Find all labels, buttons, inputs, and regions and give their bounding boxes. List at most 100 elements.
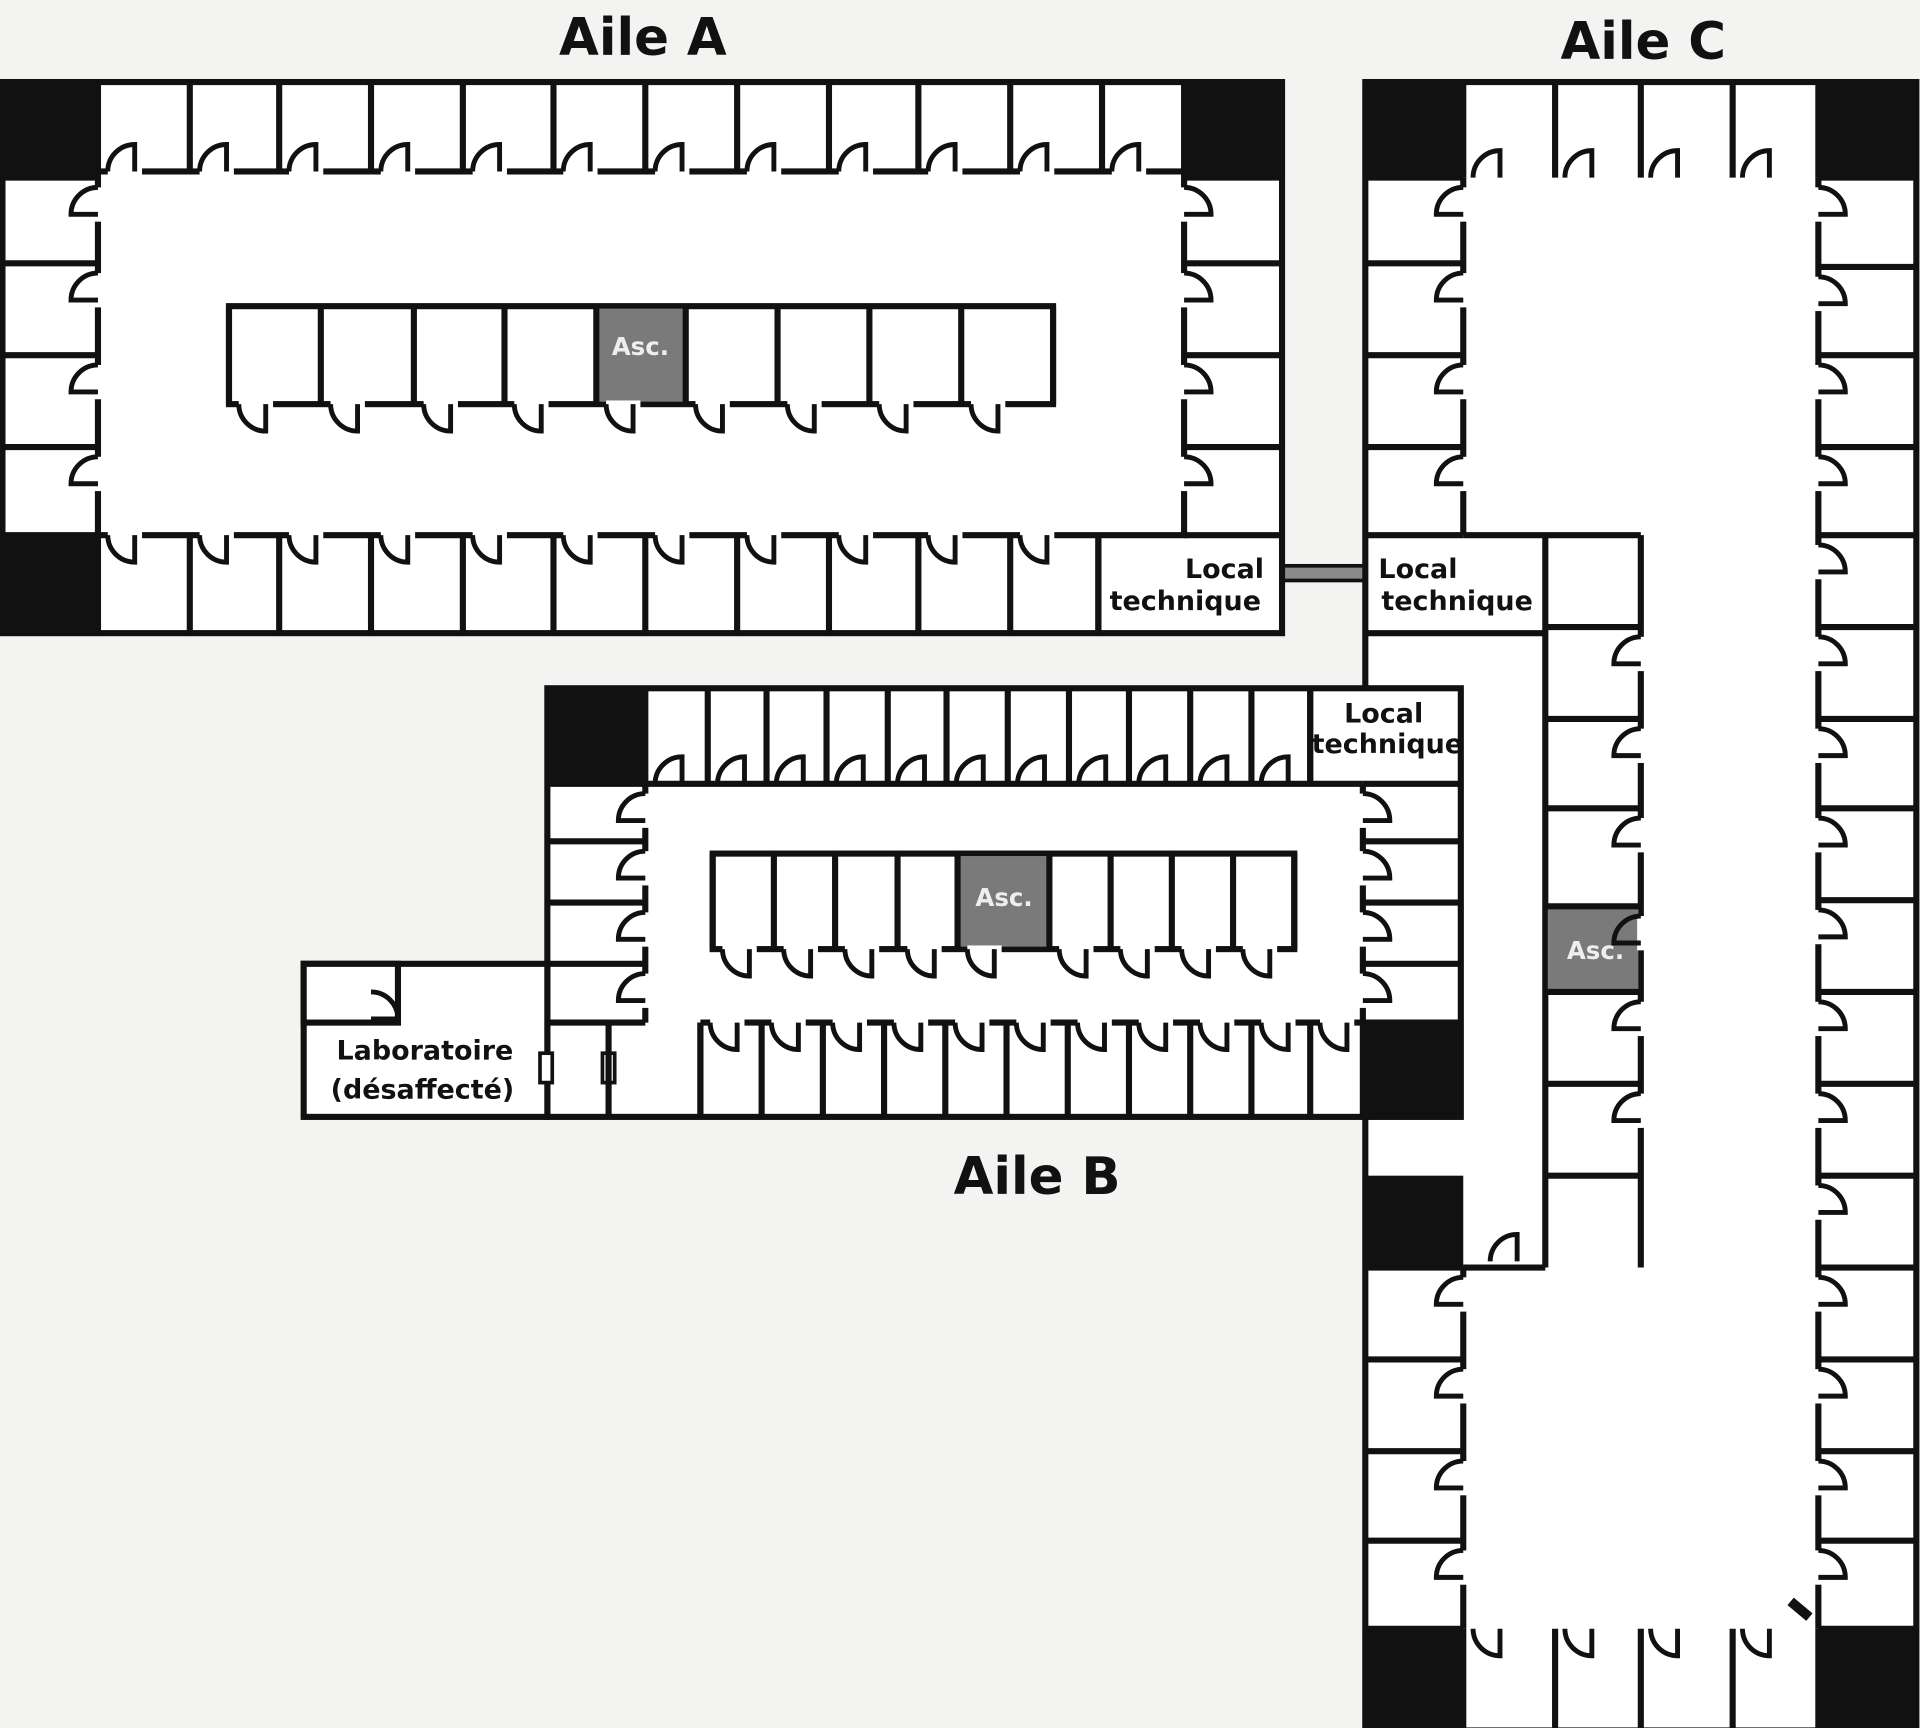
door-gap: [832, 1018, 867, 1027]
door-gap: [641, 851, 649, 886]
door-gap: [1473, 1625, 1508, 1633]
door-gap: [1020, 167, 1055, 176]
door-gap: [1637, 1093, 1645, 1128]
local-technique-c-line2: technique: [1381, 586, 1532, 617]
door-gap: [967, 945, 1002, 953]
door-arc-icon: [1183, 184, 1214, 217]
door-gap: [1637, 818, 1645, 853]
door-arc-icon: [615, 848, 646, 881]
elevator-c-label: Asc.: [1567, 936, 1624, 965]
door-arc-icon: [1470, 1628, 1503, 1659]
door-gap: [641, 793, 649, 828]
door-gap: [472, 531, 507, 539]
door-gap: [1180, 456, 1188, 492]
door-gap: [1564, 1625, 1600, 1633]
pillar-block: [1365, 1628, 1464, 1728]
door-arc-icon: [1183, 454, 1214, 487]
door-gap: [1564, 173, 1600, 182]
door-arc-icon: [68, 184, 99, 217]
door-arc-icon: [1611, 726, 1641, 759]
door-arc-icon: [1109, 142, 1142, 172]
door-arc-icon: [744, 535, 777, 565]
door-arc-icon: [925, 142, 958, 172]
door-arc-icon: [964, 948, 997, 979]
door-gap: [94, 456, 102, 492]
door-arc-icon: [1648, 148, 1680, 178]
door-arc-icon: [652, 754, 685, 784]
wing-c-label: Aile C: [1560, 12, 1726, 72]
door-gap: [1814, 1277, 1823, 1312]
door-arc-icon: [1433, 454, 1464, 487]
door-gap: [288, 531, 324, 539]
door-gap: [94, 187, 102, 222]
door-arc-icon: [560, 142, 593, 172]
door-arc-icon: [1056, 948, 1089, 979]
door-gap: [606, 400, 641, 408]
door-arc-icon: [1818, 362, 1848, 395]
door-gap: [1473, 173, 1508, 182]
door-arc-icon: [1240, 948, 1273, 979]
door-arc-icon: [68, 270, 99, 303]
door-arc-icon: [1818, 1274, 1848, 1307]
door-arc-icon: [1740, 1628, 1772, 1659]
door-arc-icon: [1433, 1458, 1464, 1491]
door-arc-icon: [378, 142, 411, 172]
door-gap: [971, 400, 1006, 408]
pillar-block: [1184, 82, 1283, 178]
door-arc-icon: [1433, 1547, 1464, 1580]
door-gap: [1242, 945, 1278, 953]
door-gap: [1359, 912, 1367, 947]
door-arc-icon: [744, 142, 777, 172]
door-arc-icon: [1317, 1022, 1350, 1052]
connector-corridor: [1277, 563, 1370, 583]
pillar-block: [547, 688, 646, 784]
door-gap: [928, 531, 963, 539]
door-arc-icon: [1818, 542, 1848, 575]
door-gap: [1077, 1018, 1112, 1027]
door-gap: [1320, 1018, 1355, 1027]
door-gap: [472, 167, 507, 176]
door-gap: [288, 167, 324, 176]
door-gap: [722, 945, 757, 953]
door-arc-icon: [68, 362, 99, 395]
door-gap: [1650, 1625, 1685, 1633]
door-gap: [238, 400, 274, 408]
door-gap: [1650, 173, 1685, 182]
door-arc-icon: [1818, 907, 1848, 940]
local-technique-c-line1: Local: [1378, 554, 1457, 585]
door-arc-icon: [830, 1022, 863, 1052]
door-arc-icon: [1740, 148, 1772, 178]
door-gap: [563, 167, 598, 176]
door-gap: [879, 400, 914, 408]
door-gap: [771, 1018, 806, 1027]
door-arc-icon: [652, 142, 685, 172]
door-arc-icon: [1562, 1628, 1595, 1659]
door-arc-icon: [836, 535, 869, 565]
door-arc-icon: [953, 754, 986, 784]
door-arc-icon: [1136, 754, 1169, 784]
door-gap: [1814, 1093, 1823, 1128]
door-arc-icon: [1117, 948, 1150, 979]
local-technique-b-line1: Local: [1344, 699, 1423, 730]
door-arc-icon: [68, 454, 99, 487]
door-arc-icon: [1611, 815, 1641, 848]
door-arc-icon: [784, 403, 817, 434]
door-gap: [844, 945, 880, 953]
lab-door-icon: [538, 1051, 555, 1085]
door-arc-icon: [1183, 270, 1214, 303]
door-gap: [783, 945, 818, 953]
door-gap: [1459, 273, 1467, 308]
door-gap: [1020, 531, 1055, 539]
door-arc-icon: [836, 142, 869, 172]
door-arc-icon: [833, 754, 866, 784]
door-arc-icon: [370, 989, 401, 1022]
door-arc-icon: [1197, 1022, 1230, 1052]
door-arc-icon: [768, 1022, 801, 1052]
door-arc-icon: [1818, 1183, 1848, 1215]
pillar-block: [2, 535, 98, 634]
door-arc-icon: [105, 142, 138, 172]
door-arc-icon: [1136, 1022, 1169, 1052]
door-arc-icon: [197, 142, 229, 172]
door-arc-icon: [470, 142, 503, 172]
door-gap: [1111, 167, 1147, 176]
